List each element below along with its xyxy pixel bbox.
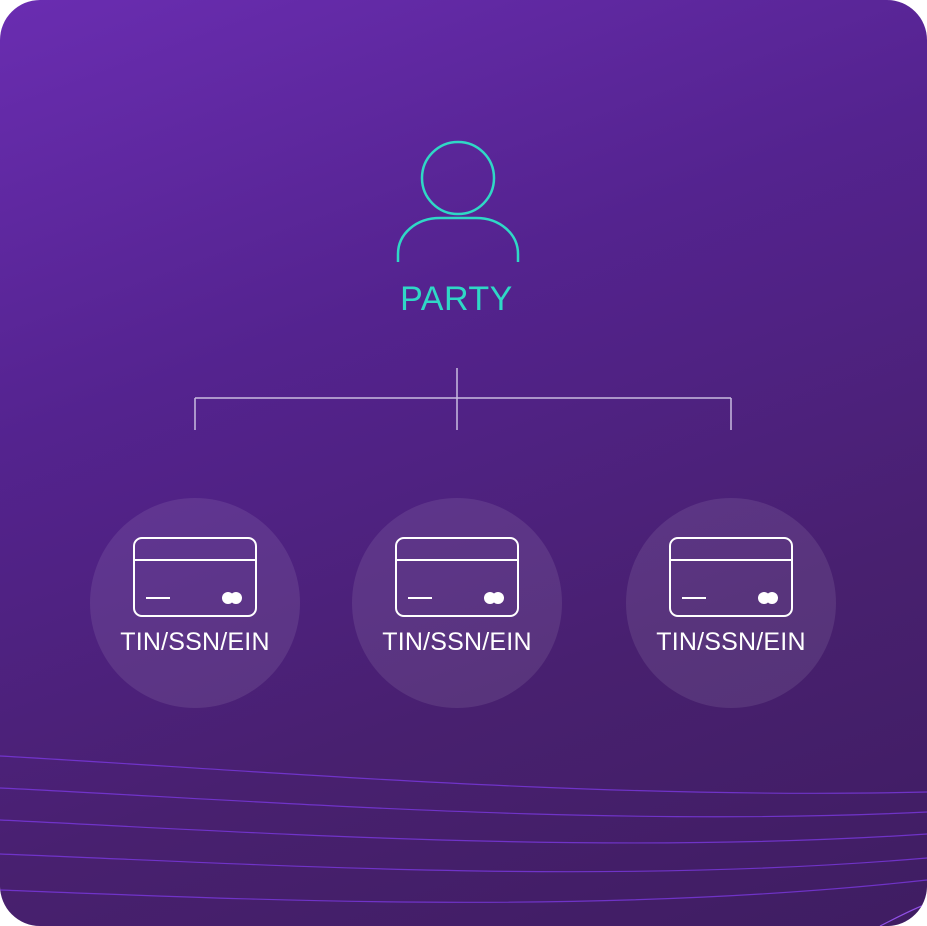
id-card-icon xyxy=(133,537,257,617)
party-label: PARTY xyxy=(400,280,513,318)
identifier-node: TIN/SSN/EIN xyxy=(626,498,836,708)
identifier-label: TIN/SSN/EIN xyxy=(656,628,806,656)
decorative-waves xyxy=(0,755,927,926)
tree-connector xyxy=(194,368,732,430)
identifier-node: TIN/SSN/EIN xyxy=(90,498,300,708)
id-card-icon xyxy=(395,537,519,617)
identifier-node: TIN/SSN/EIN xyxy=(352,498,562,708)
person-icon xyxy=(396,140,520,262)
identifier-label: TIN/SSN/EIN xyxy=(382,628,532,656)
id-card-icon xyxy=(669,537,793,617)
identifier-label: TIN/SSN/EIN xyxy=(120,628,270,656)
